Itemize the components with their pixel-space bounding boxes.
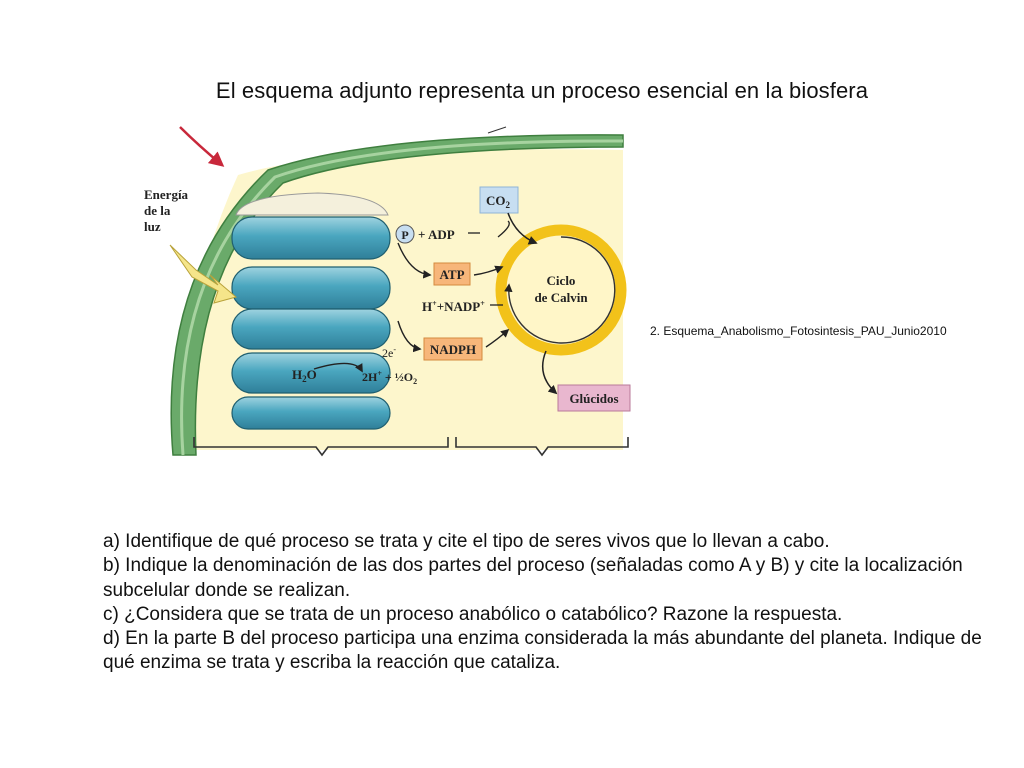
phosphate-circle	[395, 224, 415, 244]
electrons-label: 2e-	[382, 345, 396, 360]
p-adp-label: + ADP	[418, 227, 455, 242]
water-label: H2O	[292, 367, 317, 384]
question-d: d) En la parte B del proceso participa u…	[103, 628, 982, 674]
thylakoid-stack	[231, 216, 391, 430]
nadph-box	[423, 337, 483, 361]
calvin-cycle-ring	[495, 224, 627, 356]
red-light-arrow	[179, 126, 225, 167]
nadph-label: NADPH	[430, 342, 476, 357]
light-label-2: de la	[144, 203, 171, 218]
question-b: b) Indique la denominación de las dos pa…	[103, 555, 963, 601]
calvin-cycle-arrows	[504, 236, 616, 344]
brace-part-b	[455, 437, 629, 457]
calvin-cycle-label-1: Ciclo	[547, 273, 576, 288]
atp-label: ATP	[439, 267, 464, 282]
granum-top	[235, 192, 389, 216]
phosphate-label: P	[401, 228, 408, 242]
co2-label: CO2	[486, 193, 511, 210]
slide-title: El esquema adjunto representa un proceso…	[215, 78, 869, 103]
chloroplast-membrane	[170, 134, 624, 456]
image-caption: 2. Esquema_Anabolismo_Fotosintesis_PAU_J…	[650, 324, 947, 338]
light-energy-arrow	[169, 244, 238, 304]
glucidos-label: Glúcidos	[569, 391, 618, 406]
water-products-label: 2H+ + ½O2	[362, 369, 417, 386]
glucidos-box	[557, 384, 631, 412]
light-label-3: luz	[144, 219, 161, 234]
light-label-1: Energía	[144, 187, 189, 202]
question-c: c) ¿Considera que se trata de un proceso…	[103, 603, 843, 625]
diagram-svg: Energía de la luz Ciclo de Calvin CO2 P …	[144, 126, 631, 457]
calvin-cycle-label-2: de Calvin	[534, 290, 588, 305]
questions-block: a) Identifique de qué proceso se trata y…	[103, 530, 983, 676]
brace-part-a	[193, 437, 449, 457]
h-nadp-label: H++NADP+	[422, 299, 485, 314]
co2-box	[479, 186, 519, 214]
photosynthesis-diagram: Energía de la luz Ciclo de Calvin CO2 P …	[118, 125, 638, 465]
atp-box	[433, 262, 471, 286]
question-a: a) Identifique de qué proceso se trata y…	[103, 531, 830, 552]
